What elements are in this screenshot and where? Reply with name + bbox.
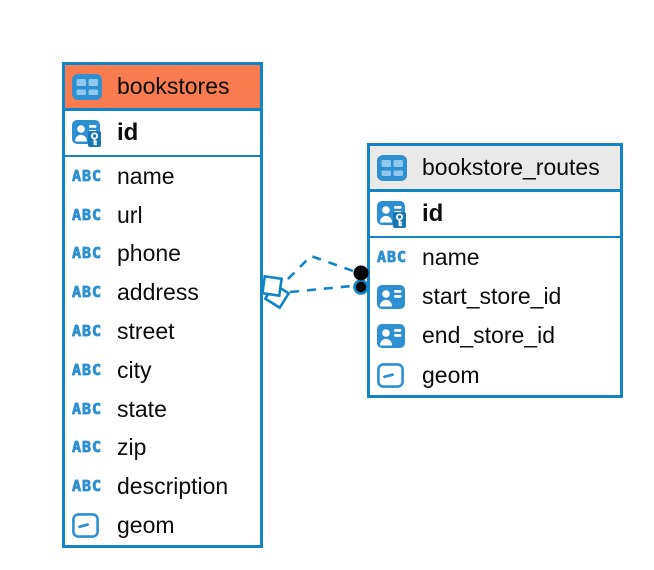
many-cardinality-icon xyxy=(260,274,291,310)
column-row[interactable]: id xyxy=(65,111,260,157)
column-name: name xyxy=(422,244,480,271)
column-row[interactable]: start_store_id xyxy=(370,277,620,316)
table-bookstores[interactable]: bookstores id ABC name ABC url ABC phone… xyxy=(62,62,263,548)
text-type-icon: ABC xyxy=(72,438,103,457)
table-bookstores-header[interactable]: bookstores xyxy=(65,65,260,111)
column-name: state xyxy=(117,395,167,422)
relationship-line-end-store[interactable] xyxy=(289,284,353,294)
primary-key-icon xyxy=(377,199,413,229)
column-name: end_store_id xyxy=(422,322,555,349)
column-row[interactable]: ABC city xyxy=(65,351,260,390)
column-row[interactable]: id xyxy=(370,192,620,238)
column-row[interactable]: ABC phone xyxy=(65,235,260,274)
table-bookstore-routes-columns: id ABC name start_store_id end_store_id … xyxy=(370,192,620,395)
reference-icon xyxy=(377,322,413,350)
column-name: geom xyxy=(422,361,480,388)
text-type-icon: ABC xyxy=(72,205,103,224)
text-type-icon: ABC xyxy=(377,248,408,267)
column-name: phone xyxy=(117,240,181,267)
table-bookstores-columns: id ABC name ABC url ABC phone ABC addres… xyxy=(65,111,260,545)
column-row[interactable]: end_store_id xyxy=(370,316,620,355)
column-row[interactable]: ABC street xyxy=(65,312,260,351)
column-name: address xyxy=(117,279,199,306)
text-type-icon: ABC xyxy=(72,283,103,302)
column-name: start_store_id xyxy=(422,283,562,310)
column-name: zip xyxy=(117,434,147,461)
reference-icon xyxy=(377,283,413,311)
table-icon xyxy=(72,73,108,100)
column-row[interactable]: ABC name xyxy=(65,157,260,196)
text-type-icon: ABC xyxy=(72,477,103,496)
column-name: city xyxy=(117,356,152,383)
column-name: description xyxy=(117,473,229,500)
column-row[interactable]: geom xyxy=(370,356,620,395)
geometry-type-icon xyxy=(72,513,108,538)
column-row[interactable]: ABC state xyxy=(65,390,260,429)
table-title: bookstores xyxy=(117,73,230,99)
column-row[interactable]: ABC zip xyxy=(65,429,260,468)
geometry-type-icon xyxy=(377,362,413,388)
table-icon xyxy=(377,154,413,181)
text-type-icon: ABC xyxy=(72,399,103,418)
column-name: name xyxy=(117,162,175,189)
text-type-icon: ABC xyxy=(72,244,103,263)
column-name: url xyxy=(117,201,143,228)
relationship-line-start-store[interactable] xyxy=(287,254,354,280)
dot-endpoint-icon xyxy=(353,279,369,295)
column-row[interactable]: ABC description xyxy=(65,467,260,506)
column-row[interactable]: ABC url xyxy=(65,196,260,235)
table-bookstore-routes[interactable]: bookstore_routes id ABC name start_store… xyxy=(367,143,623,398)
primary-key-icon xyxy=(72,118,108,148)
table-bookstore-routes-header[interactable]: bookstore_routes xyxy=(370,146,620,192)
column-row[interactable]: geom xyxy=(65,506,260,545)
column-name: street xyxy=(117,318,175,345)
column-row[interactable]: ABC name xyxy=(370,238,620,277)
text-type-icon: ABC xyxy=(72,166,103,185)
column-name: geom xyxy=(117,512,175,539)
column-name: id xyxy=(422,200,444,227)
text-type-icon: ABC xyxy=(72,322,103,341)
column-name: id xyxy=(117,119,139,146)
text-type-icon: ABC xyxy=(72,360,103,379)
table-title: bookstore_routes xyxy=(422,154,600,180)
column-row[interactable]: ABC address xyxy=(65,273,260,312)
